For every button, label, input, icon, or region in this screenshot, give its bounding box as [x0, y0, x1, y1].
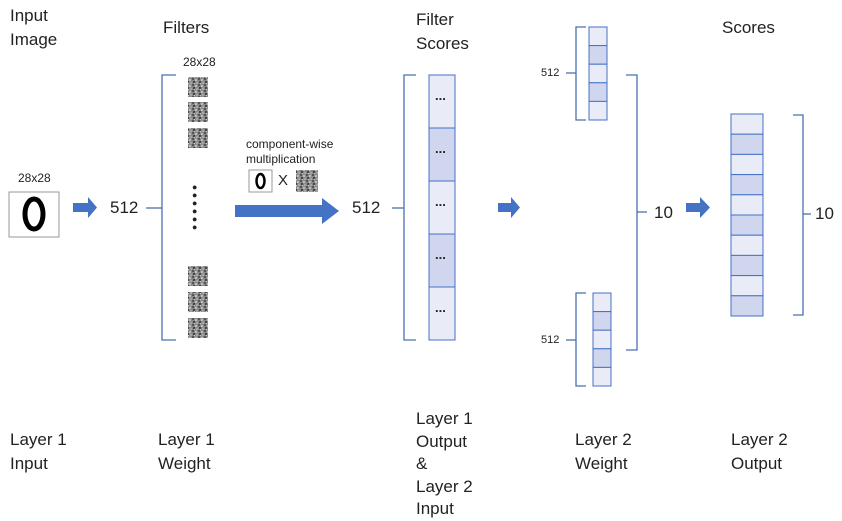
filter-scores-column: [428, 74, 456, 341]
scores-header: Scores: [722, 18, 775, 37]
digit-zero-small-icon: [255, 172, 266, 190]
weight-bottom-count: 512: [541, 334, 560, 346]
scores-bracket: [793, 114, 804, 316]
filter-thumbnail: [188, 292, 208, 312]
layer2-output-label: Layer 2 Output: [731, 430, 788, 473]
filter-scores-header: Filter Scores: [416, 10, 469, 53]
weight-bottom-column: [592, 292, 612, 387]
weight-top-column: [588, 26, 608, 121]
filters-header: Filters: [163, 18, 210, 37]
weight-bottom-bracket: [575, 292, 586, 387]
multiply-caption: component-wise multiplication: [246, 137, 334, 166]
layer1-output-label: Layer 1 Output & Layer 2 Input: [416, 409, 473, 518]
filter-scores-bracket: [403, 74, 416, 341]
multiply-filter-thumbnail: [296, 170, 318, 192]
weight-ten-bracket: [626, 74, 638, 351]
scores-count: 10: [815, 204, 834, 223]
filter-thumbnails: [188, 77, 208, 338]
layer1-weight-label: Layer 1 Weight: [158, 430, 215, 473]
filter-thumbnail: [188, 318, 208, 338]
filter-thumbnail: [188, 128, 208, 148]
filter-score-cell-text: ...: [435, 194, 446, 209]
arrow-1: [73, 197, 97, 218]
input-size-label: 28x28: [18, 171, 51, 185]
filter-thumbnail: [188, 102, 208, 122]
digit-zero-icon: [22, 196, 46, 232]
filter-score-cell-text: ...: [435, 141, 446, 156]
filter-score-cell-text: ...: [435, 300, 446, 315]
filters-size-label: 28x28: [183, 55, 216, 69]
filters-bracket: [161, 74, 176, 341]
arrow-3: [498, 197, 520, 218]
input-image-header: Input Image: [10, 6, 58, 49]
arrow-4: [686, 197, 710, 218]
arrow-2: [235, 198, 339, 224]
multiply-digit-box: [248, 169, 273, 193]
filter-scores-count: 512: [352, 198, 381, 217]
filter-score-cell-text: ...: [435, 88, 446, 103]
weight-top-bracket: [575, 26, 586, 121]
layer2-weight-label: Layer 2 Weight: [575, 430, 632, 473]
layer1-input-label: Layer 1 Input: [10, 430, 67, 473]
filter-thumbnail: [188, 266, 208, 286]
weight-top-count: 512: [541, 67, 560, 79]
filters-count: 512: [110, 198, 139, 217]
multiply-operator: X: [278, 172, 289, 189]
scores-column: [730, 113, 764, 317]
weight-count: 10: [654, 203, 673, 222]
filter-score-cell-text: ...: [435, 247, 446, 262]
filter-thumbnail: [188, 77, 208, 97]
filters-ellipsis: ● ● ● ● ● ●: [192, 182, 198, 232]
